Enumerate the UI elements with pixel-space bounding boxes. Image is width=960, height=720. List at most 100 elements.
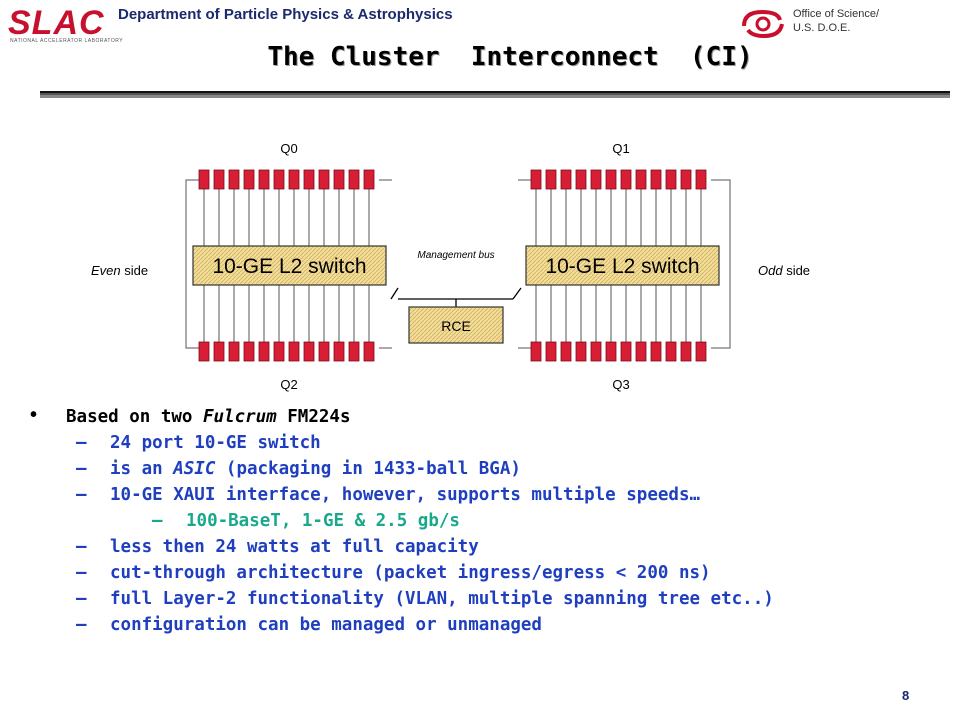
port-q0-3 <box>228 169 240 190</box>
port-q0-1 <box>198 169 210 190</box>
bullet-item-2: – is an ASIC (packaging in 1433-ball BGA) <box>30 456 774 482</box>
port-q0-2 <box>213 169 225 190</box>
switch-left-label: 10-GE L2 switch <box>212 255 366 278</box>
office-line-1: Office of Science/ <box>793 8 880 20</box>
port-q3-11 <box>680 341 692 362</box>
dash-icon: – <box>76 563 87 583</box>
slac-logo: SLAC <box>8 4 105 42</box>
office-of-science-label: Office of Science/ U.S. D.O.E. <box>793 7 879 35</box>
port-q3-8 <box>635 341 647 362</box>
port-q0-11 <box>348 169 360 190</box>
rce-label: RCE <box>441 318 471 334</box>
port-q1-11 <box>680 169 692 190</box>
port-q3-4 <box>575 341 587 362</box>
dash-icon: – <box>76 459 87 479</box>
bullet-item-5: – cut-through architecture (packet ingres… <box>30 560 774 586</box>
port-q2-11 <box>348 341 360 362</box>
port-q1-10 <box>665 169 677 190</box>
port-q3-1 <box>530 341 542 362</box>
bullet-item-1: – 24 port 10-GE switch <box>30 430 774 456</box>
port-q0-5 <box>258 169 270 190</box>
doe-logo-icon <box>742 9 784 39</box>
q1-label: Q1 <box>612 141 629 156</box>
port-q2-8 <box>303 341 315 362</box>
page-title: The Cluster Interconnect (CI) <box>267 42 753 72</box>
bullet-item-4: –less then 24 watts at full capacity <box>30 534 774 560</box>
port-q2-1 <box>198 341 210 362</box>
backplane-frame <box>185 179 731 349</box>
port-q2-6 <box>273 341 285 362</box>
port-q1-5 <box>590 169 602 190</box>
port-q1-6 <box>605 169 617 190</box>
dash-icon: – <box>76 615 87 635</box>
port-q2-3 <box>228 341 240 362</box>
port-q3-2 <box>545 341 557 362</box>
port-q1-12 <box>695 169 707 190</box>
port-q0-4 <box>243 169 255 190</box>
bullet-item-6-text: full Layer-2 functionality (VLAN, multip… <box>110 589 774 609</box>
port-q2-5 <box>258 341 270 362</box>
q2-label: Q2 <box>280 377 297 392</box>
port-q3-6 <box>605 341 617 362</box>
bullet-item-3-sub-text: 100-BaseT, 1-GE & 2.5 gb/s <box>186 511 460 531</box>
port-q0-10 <box>333 169 345 190</box>
feature-list: • Based on two Fulcrum FM224s – 24 port 10… <box>30 404 774 638</box>
bullet-dot-icon: • <box>30 404 38 426</box>
port-q2-2 <box>213 341 225 362</box>
bullet-item-7-text: configuration can be managed or unmanage… <box>110 615 542 635</box>
port-links <box>203 189 702 342</box>
port-q0-8 <box>303 169 315 190</box>
dash-icon: – <box>76 589 87 609</box>
port-q3-12 <box>695 341 707 362</box>
dash-icon: – <box>76 537 87 557</box>
bullet-item-5-text: cut-through architecture (packet ingress… <box>110 563 711 583</box>
port-q1-7 <box>620 169 632 190</box>
bullet-main: • Based on two Fulcrum FM224s <box>30 404 774 430</box>
dash-icon: – <box>152 511 163 531</box>
office-line-2: U.S. D.O.E. <box>793 22 851 34</box>
bullet-main-prefix: Based on two <box>66 407 203 427</box>
bullet-main-em: Fulcrum <box>202 407 277 427</box>
port-q3-7 <box>620 341 632 362</box>
q3-label: Q3 <box>612 377 629 392</box>
switch-right <box>525 245 720 286</box>
switch-left <box>192 245 387 286</box>
bullet-item-1-text: 24 port 10-GE switch <box>110 433 321 453</box>
port-q1-3 <box>560 169 572 190</box>
port-q0-9 <box>318 169 330 190</box>
switch-right-label: 10-GE L2 switch <box>545 255 699 278</box>
management-bus-label: Management bus <box>417 250 494 261</box>
bullet-main-suffix: FM224s <box>276 407 351 427</box>
slac-logo-subtitle: NATIONAL ACCELERATOR LABORATORY <box>10 38 124 44</box>
department-name: Department of Particle Physics & Astroph… <box>118 6 453 23</box>
port-q3-9 <box>650 341 662 362</box>
port-q1-1 <box>530 169 542 190</box>
port-q2-7 <box>288 341 300 362</box>
bullet-item-2-prefix: is an <box>110 459 174 479</box>
bullet-item-2-suffix: (packaging in 1433-ball BGA) <box>215 459 521 479</box>
port-q0-6 <box>273 169 285 190</box>
port-q2-4 <box>243 341 255 362</box>
bullet-item-7: – configuration can be managed or unmanag… <box>30 612 774 638</box>
dash-icon: – <box>76 433 87 453</box>
bullet-item-6: – full Layer-2 functionality (VLAN, multi… <box>30 586 774 612</box>
port-groups <box>198 169 707 362</box>
q0-label: Q0 <box>280 141 297 156</box>
port-q1-9 <box>650 169 662 190</box>
port-group-q3 <box>530 341 707 362</box>
port-q1-2 <box>545 169 557 190</box>
bullet-item-3: –10-GE XAUI interface, however, supports… <box>30 482 774 508</box>
title-underline <box>40 91 950 95</box>
page-number: 8 <box>902 688 910 703</box>
bullet-item-3-text: 10-GE XAUI interface, however, supports … <box>110 485 701 505</box>
port-q0-12 <box>363 169 375 190</box>
bullet-item-2-em: ASIC <box>173 459 216 479</box>
port-q3-10 <box>665 341 677 362</box>
port-q2-10 <box>333 341 345 362</box>
port-group-q2 <box>198 341 375 362</box>
port-q2-9 <box>318 341 330 362</box>
port-q1-8 <box>635 169 647 190</box>
port-q3-5 <box>590 341 602 362</box>
port-q1-4 <box>575 169 587 190</box>
port-q3-3 <box>560 341 572 362</box>
